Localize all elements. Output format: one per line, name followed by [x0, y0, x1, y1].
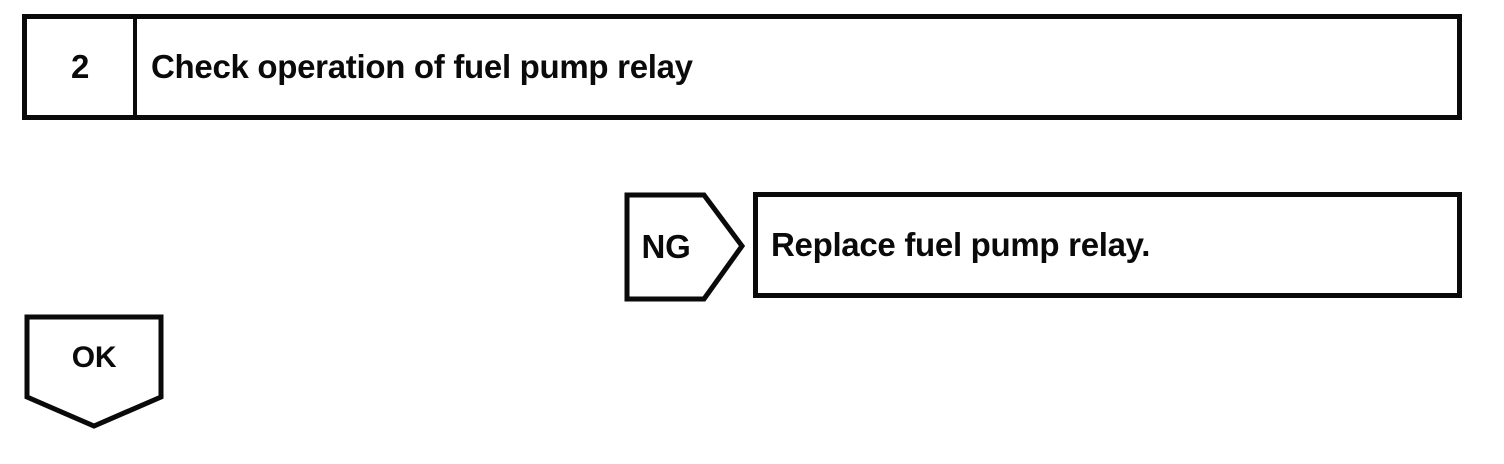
ok-label: OK [71, 341, 117, 374]
ng-pentagon-icon [624, 192, 746, 302]
ok-branch-arrow: OK [24, 314, 164, 429]
ok-label-wrap: OK [24, 317, 164, 399]
ng-label: NG [641, 228, 691, 265]
step-header-box: 2 Check operation of fuel pump relay [22, 14, 1462, 120]
step-number: 2 [70, 48, 90, 85]
ng-action-text: Replace fuel pump relay. [771, 226, 1151, 263]
step-number-cell: 2 [27, 19, 137, 115]
ng-branch-arrow: NG [624, 192, 747, 302]
ng-action-box: Replace fuel pump relay. [753, 192, 1462, 298]
step-title: Check operation of fuel pump relay [151, 48, 693, 85]
ng-label-wrap: NG [624, 192, 708, 302]
step-title-cell: Check operation of fuel pump relay [137, 19, 1457, 115]
ok-pentagon-icon [24, 314, 164, 429]
